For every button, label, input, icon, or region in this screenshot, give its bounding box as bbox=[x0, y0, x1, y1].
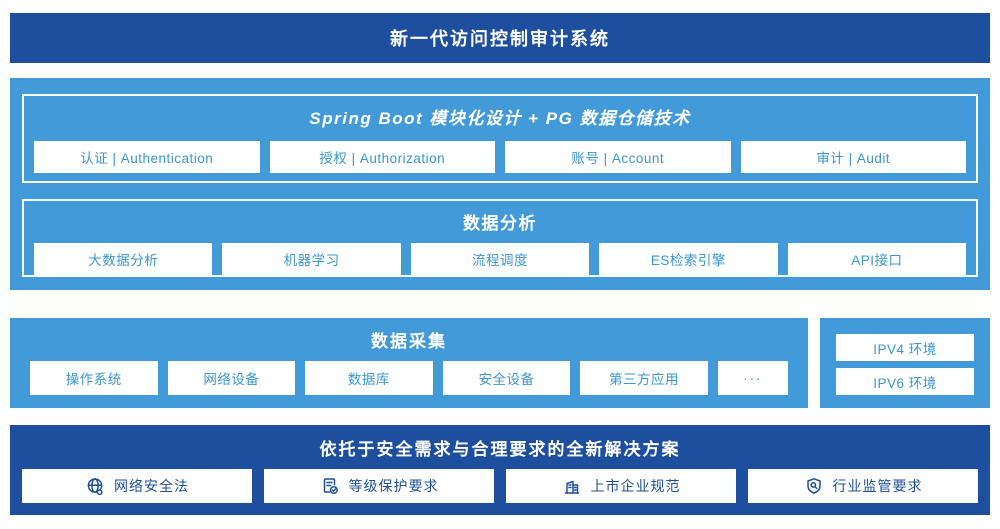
globe-icon bbox=[85, 476, 105, 496]
spring-boot-title: Spring Boot 模块化设计 + PG 数据仓储技术 bbox=[309, 109, 691, 128]
document-check-icon bbox=[320, 476, 340, 496]
auth-module-row: 认证 | Authentication 授权 | Authorization 账… bbox=[24, 141, 976, 173]
shield-search-icon bbox=[804, 476, 824, 496]
box-audit: 审计 | Audit bbox=[740, 141, 966, 173]
solution-banner: 依托于安全需求与合理要求的全新解决方案 网络安全法 bbox=[10, 425, 990, 515]
box-thirdparty-app: 第三方应用 bbox=[580, 361, 708, 395]
box-ipv6-env: IPV6 环境 bbox=[836, 368, 974, 395]
box-industry-regulation: 行业监管要求 bbox=[748, 469, 978, 503]
box-network-device: 网络设备 bbox=[167, 361, 296, 395]
solution-row: 网络安全法 等级保护要求 bbox=[10, 469, 990, 503]
top-banner: 新一代访问控制审计系统 bbox=[10, 13, 990, 63]
data-analysis-section: 数据分析 大数据分析 机器学习 流程调度 ES检索引擎 API接口 bbox=[22, 199, 978, 277]
solution-label: 上市企业规范 bbox=[590, 478, 681, 494]
box-es-search-engine: ES检索引擎 bbox=[599, 243, 778, 275]
system-title: 新一代访问控制审计系统 bbox=[390, 29, 610, 49]
data-collection-panel: 数据采集 操作系统 网络设备 数据库 安全设备 第三方应用 ··· bbox=[10, 318, 808, 408]
building-icon bbox=[562, 476, 582, 496]
box-authorization: 授权 | Authorization bbox=[269, 141, 495, 173]
box-database: 数据库 bbox=[305, 361, 433, 395]
box-operating-system: 操作系统 bbox=[30, 361, 158, 395]
collection-source-row: 操作系统 网络设备 数据库 安全设备 第三方应用 ··· bbox=[10, 361, 808, 395]
box-account: 账号 | Account bbox=[505, 141, 731, 173]
box-api-interface: API接口 bbox=[787, 243, 967, 275]
solution-title: 依托于安全需求与合理要求的全新解决方案 bbox=[319, 440, 681, 459]
box-machine-learning: 机器学习 bbox=[222, 243, 401, 275]
platform-panel: Spring Boot 模块化设计 + PG 数据仓储技术 认证 | Authe… bbox=[10, 78, 990, 290]
box-listed-company: 上市企业规范 bbox=[506, 469, 736, 503]
box-authentication: 认证 | Authentication bbox=[34, 141, 260, 173]
box-security-device: 安全设备 bbox=[442, 361, 571, 395]
solution-label: 行业监管要求 bbox=[832, 478, 923, 494]
analysis-module-row: 大数据分析 机器学习 流程调度 ES检索引擎 API接口 bbox=[24, 243, 976, 275]
data-analysis-title: 数据分析 bbox=[463, 214, 537, 233]
solution-label: 网络安全法 bbox=[114, 478, 189, 494]
box-ipv4-env: IPV4 环境 bbox=[836, 334, 974, 361]
box-bigdata-analysis: 大数据分析 bbox=[34, 243, 213, 275]
box-classified-protection: 等级保护要求 bbox=[264, 469, 494, 503]
environment-panel: IPV4 环境 IPV6 环境 bbox=[820, 318, 990, 408]
box-more-sources: ··· bbox=[717, 361, 788, 395]
box-cybersecurity-law: 网络安全法 bbox=[22, 469, 252, 503]
box-workflow-scheduler: 流程调度 bbox=[410, 243, 590, 275]
spring-boot-section: Spring Boot 模块化设计 + PG 数据仓储技术 认证 | Authe… bbox=[22, 94, 978, 183]
data-collection-title: 数据采集 bbox=[371, 332, 447, 351]
solution-label: 等级保护要求 bbox=[348, 478, 439, 494]
